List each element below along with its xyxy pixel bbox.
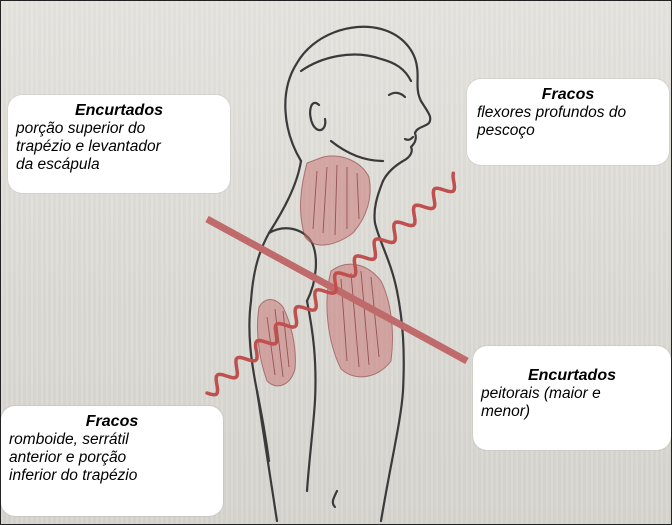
label-shortened-upper: Encurtados porção superior do trapézio e… xyxy=(8,95,230,193)
label-line: menor) xyxy=(481,403,663,421)
label-line: flexores profundos do xyxy=(475,104,661,122)
label-line: porção superior do xyxy=(16,120,222,138)
mouth xyxy=(405,137,413,140)
label-line: pescoço xyxy=(475,122,661,140)
label-title: Encurtados xyxy=(16,101,222,120)
arm-front xyxy=(307,301,316,491)
label-shortened-lower: Encurtados peitorais (maior e menor) xyxy=(473,346,671,450)
label-title: Fracos xyxy=(475,85,661,104)
label-line: trapézio e levantador xyxy=(16,138,222,156)
label-title: Fracos xyxy=(9,412,215,431)
ear xyxy=(310,103,325,130)
head-outline xyxy=(285,27,430,181)
label-line: romboide, serrátil xyxy=(9,431,215,449)
label-line: inferior do trapézio xyxy=(9,467,215,485)
eye xyxy=(389,93,405,97)
label-line: peitorais (maior e xyxy=(481,385,663,403)
skull-outline xyxy=(285,27,417,161)
label-title: Encurtados xyxy=(481,366,663,385)
label-line: anterior e porção xyxy=(9,449,215,467)
muscle-shading xyxy=(257,156,392,386)
face-profile xyxy=(383,67,430,181)
navel xyxy=(333,491,337,507)
label-weak-lower: Fracos romboide, serrátil anterior e por… xyxy=(1,406,223,516)
label-line: da escápula xyxy=(16,156,222,174)
hair-line xyxy=(301,55,411,81)
label-weak-upper: Fracos flexores profundos do pescoço xyxy=(467,79,669,165)
pectoral-muscle xyxy=(327,264,393,377)
back-line xyxy=(257,391,277,521)
